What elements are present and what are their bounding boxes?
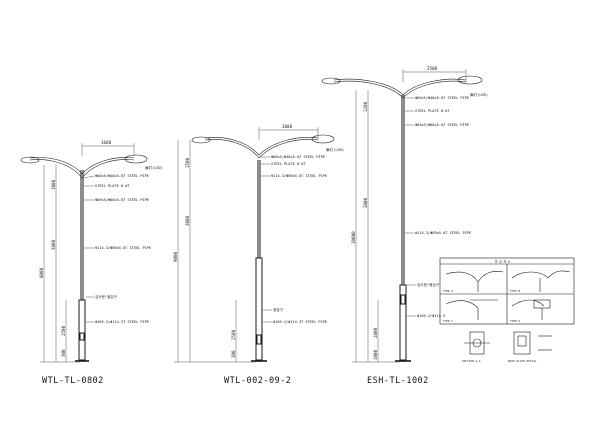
dim-4: 2500: [231, 329, 236, 340]
label-steel-pipe-mid: Φ114.3/Φ89x5.0T STEEL PIPE: [271, 174, 327, 178]
label-steel-pipe-top: Φ60x5/Φ40x5.0T STEEL PIPE: [95, 174, 149, 178]
left-arm: [204, 139, 260, 159]
dim-1: 1200: [363, 101, 368, 112]
dim-5: 300: [61, 349, 66, 357]
detail-cell-d: TYPE D: [510, 319, 520, 323]
base-plate-detail-shape: [513, 331, 531, 355]
dim-3: 10000: [351, 231, 356, 244]
label-steel-pipe-top: Φ60x5/Φ40x5.0T STEEL PIPE: [271, 155, 325, 159]
dim-1: 1500: [185, 157, 190, 168]
label-lamp: 扉灯(LED): [470, 92, 488, 97]
label-steel-plate: STEEL PLATE 8.0T: [415, 109, 450, 113]
dim-5: 300: [231, 350, 236, 358]
label-access-door: 점검구: [273, 307, 284, 312]
dim-2: 3800: [363, 197, 368, 208]
lamp-head-icon: [457, 75, 483, 85]
detail-arm-c: [445, 300, 479, 309]
dim-4: 2800: [373, 327, 378, 338]
access-door-icon: [400, 294, 406, 305]
dim-3: 9000: [173, 251, 178, 262]
pole-wtl-002-09-2: 3000 扉灯(LED) Φ60x5/Φ40x5.0T STEEL PIPE S…: [173, 124, 344, 386]
access-door-icon: [256, 334, 262, 345]
dim-5: 1000: [373, 349, 378, 360]
dim-top-width: 2500: [427, 66, 438, 71]
pole-title: WTL-002-09-2: [224, 376, 291, 386]
lamp-head-icon: [124, 154, 148, 164]
pole-base-section: [78, 299, 86, 361]
dim-top-width: 1600: [101, 140, 112, 145]
right-arm: [81, 159, 135, 179]
pole-base-section: [255, 257, 263, 361]
dim-top-width: 3000: [282, 124, 293, 129]
lamp-head-icon: [311, 134, 335, 144]
dim-1: 1000: [51, 179, 56, 190]
label-steel-pipe-base: Φ165.2/Φ114.3T STEEL PIPE: [273, 320, 327, 324]
arm-detail-panel: 암 상 세 도 TYPE A TYPE B TYPE C TYPE D: [439, 257, 575, 325]
pole-wtl-tl-0802: 1600 Φ60x5/Φ40x5.0T STEEL PIPE 扉灯(LED) S…: [20, 140, 163, 386]
detail-arm-b: [511, 271, 549, 279]
label-access-door: 검사문/점검구: [95, 294, 118, 299]
dim-4: 2500: [61, 325, 66, 336]
label-steel-pipe-arm: Φ89x5/Φ60x5.0T STEEL PIPE: [415, 123, 469, 127]
right-arm: [402, 80, 467, 99]
dim-3: 8000: [39, 267, 44, 278]
access-door-icon: [79, 332, 85, 341]
label-lamp: 扉灯(LED): [326, 147, 344, 152]
label-steel-pipe-arm: Φ89x5/Φ60x5.0T STEEL PIPE: [95, 198, 149, 202]
detail-cell-c: TYPE C: [443, 319, 453, 323]
section-label-b: BASE PLATE DETAIL: [508, 359, 537, 363]
pole-title: ESH-TL-1002: [367, 376, 429, 386]
pole-esh-tl-1002: 2500 Φ60x5/Φ40x5.0T STEEL PIPE 扉灯(LED) S…: [321, 66, 488, 386]
left-arm: [333, 80, 404, 99]
label-steel-pipe-top: Φ60x5/Φ40x5.0T STEEL PIPE: [415, 96, 469, 100]
label-access-door: 검사문/점검구: [417, 282, 440, 287]
lamp-head-icon: [191, 136, 211, 144]
detail-arm-d: [511, 299, 545, 307]
pole-base-section: [399, 284, 407, 361]
dim-2: 3000: [185, 215, 190, 226]
label-steel-plate: STEEL PLATE 8.0T: [95, 184, 130, 188]
lamp-head-icon: [20, 156, 40, 164]
detail-cell-b: TYPE B: [510, 289, 520, 293]
label-steel-pipe-mid: Φ114.3/Φ89x5.0T STEEL PIPE: [415, 231, 471, 235]
section-details: SECTION A-A BASE PLATE DETAIL: [462, 331, 552, 363]
section-label-a: SECTION A-A: [462, 359, 481, 363]
pole-title: WTL-TL-0802: [42, 376, 104, 386]
left-arm: [29, 159, 83, 179]
detail-header: 암 상 세 도: [495, 260, 511, 264]
lamp-head-icon: [321, 77, 341, 85]
dim-2: 3800: [51, 239, 56, 250]
label-lamp: 扉灯(LED): [145, 165, 163, 170]
detail-cell-a: TYPE A: [443, 289, 453, 293]
label-steel-pipe-base: Φ165.2/Φ114.3: [417, 314, 445, 318]
label-steel-pipe-mid: Φ114.3/Φ89x5.0T STEEL PIPE: [95, 246, 151, 250]
label-steel-pipe-base: Φ165.2/Φ114.3T STEEL PIPE: [95, 320, 149, 324]
label-steel-plate: STEEL PLATE 8.0T: [271, 162, 306, 166]
detail-arm-a: [445, 271, 479, 283]
